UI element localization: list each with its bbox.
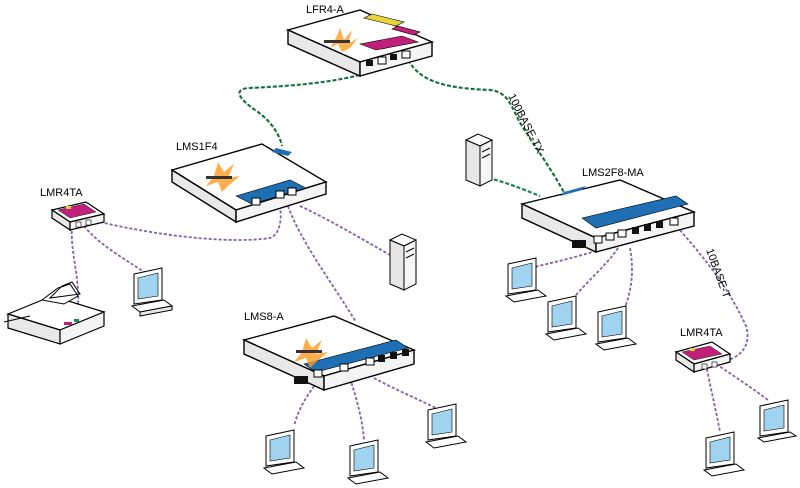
printer-icon: [3, 281, 106, 345]
device-lmr4ta-right: LMR4TA: [674, 327, 732, 374]
pc-icon: [756, 399, 798, 443]
device-lfr4a: LFR4-A: [285, 4, 435, 78]
label-10base-t: 10BASE-T: [703, 247, 732, 300]
pc-icon: [424, 403, 468, 449]
logo-burst: [206, 162, 240, 192]
pc-icon: [544, 295, 588, 341]
cable-lms1f4-server: [299, 205, 393, 257]
pc-icon: [262, 429, 306, 475]
pc-icon: [594, 305, 638, 351]
label-lfr4a: LFR4-A: [306, 4, 345, 16]
server-icon: [388, 233, 418, 291]
device-lmr4ta-left: LMR4TA: [40, 187, 106, 232]
cable-lms1f4-lms8a: [287, 205, 357, 323]
label-lms1f4: LMS1F4: [176, 141, 218, 153]
pc-icon: [346, 439, 390, 485]
cable-server-lms2f8: [487, 176, 541, 198]
device-lms2f8ma: LMS2F8-MA: [519, 167, 697, 254]
device-lms1f4: LMS1F4: [170, 141, 328, 224]
server-icon: [464, 133, 494, 187]
label-100base-tx: 100BASE-TX: [505, 92, 546, 156]
device-lms8a: LMS8-A: [241, 311, 417, 392]
pc-icon: [504, 257, 548, 303]
logo-burst: [294, 338, 328, 368]
label-lms8a: LMS8-A: [244, 311, 284, 323]
cable-lfr4a-lms1f4: [238, 65, 383, 147]
pc-icon: [130, 267, 174, 317]
label-lmr4ta-right: LMR4TA: [680, 327, 723, 339]
label-lmr4ta-left: LMR4TA: [40, 187, 83, 199]
label-lms2f8ma: LMS2F8-MA: [582, 167, 644, 179]
cables: [70, 59, 769, 441]
logo-burst: [324, 28, 358, 52]
pc-icon: [702, 431, 746, 477]
